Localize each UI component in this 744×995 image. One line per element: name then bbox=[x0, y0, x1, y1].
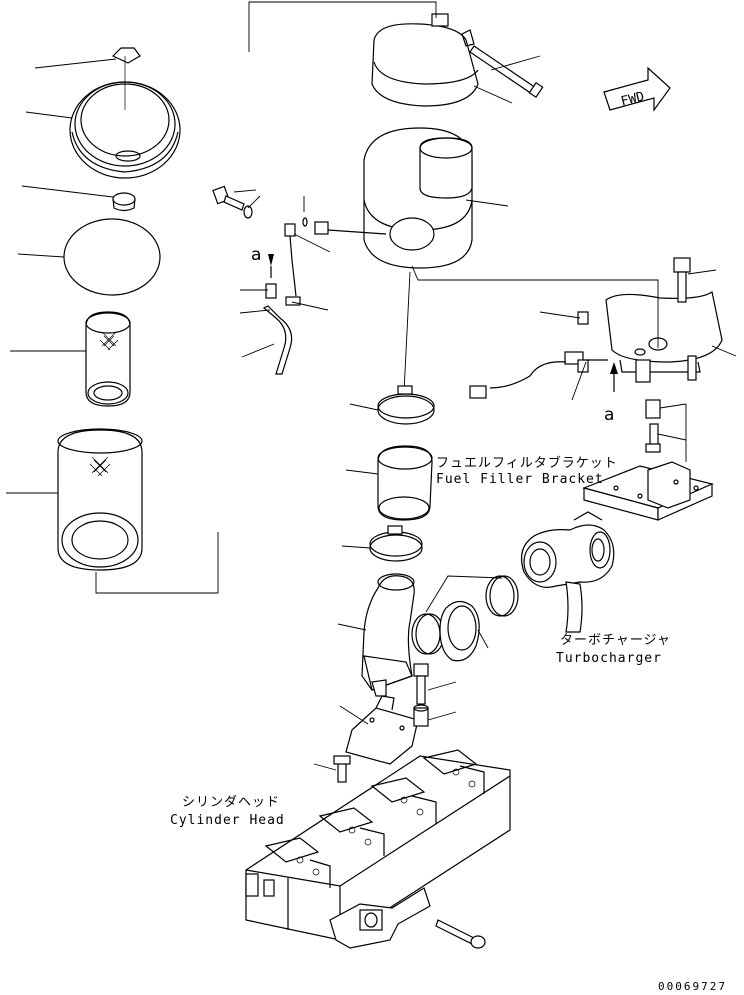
bolt-small[interactable] bbox=[212, 185, 245, 211]
spacer-bushing[interactable] bbox=[413, 704, 429, 727]
indicator-tube[interactable] bbox=[262, 223, 301, 375]
bolt-vertical[interactable] bbox=[413, 663, 429, 705]
cylinder-head-jp-label: シリンダヘッド bbox=[182, 795, 280, 810]
bracket-bolt-2[interactable] bbox=[645, 423, 661, 453]
fwd-direction-arrow: FWD bbox=[603, 66, 671, 112]
support-bracket[interactable] bbox=[605, 291, 723, 383]
turbocharger-en-label: Turbocharger bbox=[556, 651, 662, 666]
long-bolt[interactable] bbox=[469, 45, 544, 99]
air-cleaner-body[interactable] bbox=[363, 127, 473, 269]
service-indicator[interactable] bbox=[302, 217, 387, 235]
hose-clamp-upper[interactable] bbox=[377, 385, 435, 425]
marker-a-upper: a bbox=[251, 245, 261, 265]
elbow-mount-bracket[interactable] bbox=[345, 695, 419, 765]
intake-hose[interactable] bbox=[377, 445, 433, 521]
washer-small[interactable] bbox=[243, 205, 253, 219]
turbo-connector-hose[interactable] bbox=[439, 600, 480, 662]
valve-fitting[interactable] bbox=[112, 192, 136, 212]
hose-clamp-turbo-a[interactable] bbox=[411, 613, 445, 655]
outer-element[interactable] bbox=[57, 428, 143, 571]
spacer[interactable] bbox=[645, 399, 661, 419]
cylinder-head-assembly[interactable] bbox=[245, 749, 511, 941]
bracket-bolt[interactable] bbox=[673, 257, 691, 303]
mounting-band[interactable] bbox=[371, 13, 479, 107]
fuel-filler-bracket-en-label: Fuel Filler Bracket bbox=[436, 472, 604, 487]
turbocharger-unit[interactable] bbox=[521, 511, 615, 633]
cylinder-head-en-label: Cylinder Head bbox=[170, 813, 285, 828]
fwd-label: FWD bbox=[620, 89, 647, 109]
hose-clamp-middle[interactable] bbox=[369, 525, 423, 562]
air-cleaner-cap[interactable] bbox=[69, 47, 181, 179]
turbocharger-jp-label: ターボチャージャ bbox=[560, 633, 671, 648]
manifold-bolt[interactable] bbox=[435, 919, 486, 949]
bolt-mount[interactable] bbox=[333, 755, 351, 783]
sensor-harness[interactable] bbox=[469, 311, 608, 399]
inner-element[interactable] bbox=[85, 311, 131, 407]
fuel-filler-bracket-jp-label: フュエルフィルタブラケット bbox=[436, 455, 618, 471]
intake-elbow[interactable] bbox=[361, 573, 415, 697]
marker-a-lower: a bbox=[604, 405, 614, 425]
gasket-disc[interactable] bbox=[63, 218, 161, 296]
hose-clamp-turbo-b[interactable] bbox=[485, 575, 519, 617]
exhaust-manifold[interactable] bbox=[329, 887, 431, 949]
fuel-filler-bracket[interactable] bbox=[582, 461, 714, 521]
document-number: 00069727 bbox=[658, 980, 727, 993]
